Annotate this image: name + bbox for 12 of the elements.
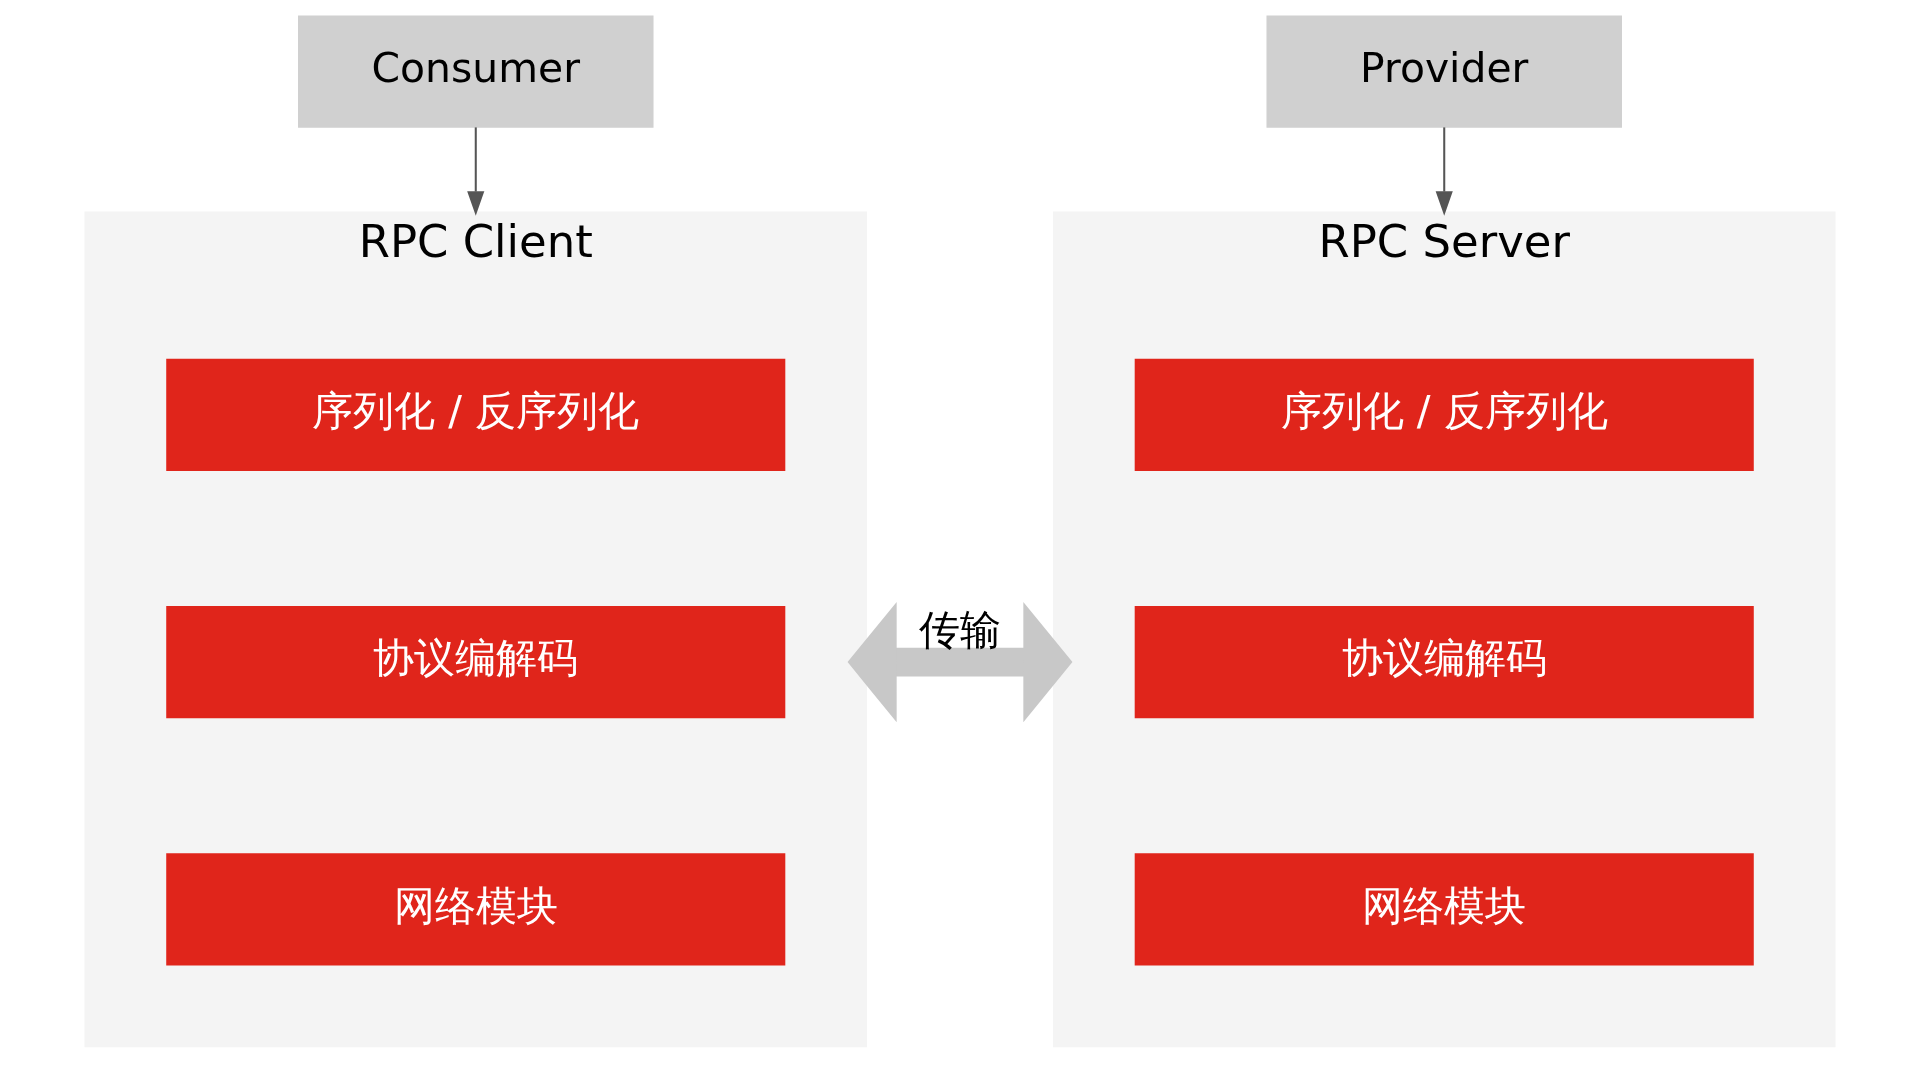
node-box: 网络模块: [166, 853, 786, 966]
edge-label: 传输: [919, 605, 1001, 654]
arrow: [467, 127, 485, 216]
node-box: 序列化 / 反序列化: [166, 358, 786, 472]
node-box: 序列化 / 反序列化: [1134, 358, 1754, 472]
node-box: Provider: [1266, 15, 1622, 128]
arrow: [1435, 127, 1453, 216]
node-box: 网络模块: [1134, 853, 1754, 966]
node-box: Consumer: [298, 15, 654, 128]
node-box: 协议编解码: [1134, 605, 1754, 719]
arrow: [847, 601, 1073, 723]
node-box: 协议编解码: [166, 605, 786, 719]
